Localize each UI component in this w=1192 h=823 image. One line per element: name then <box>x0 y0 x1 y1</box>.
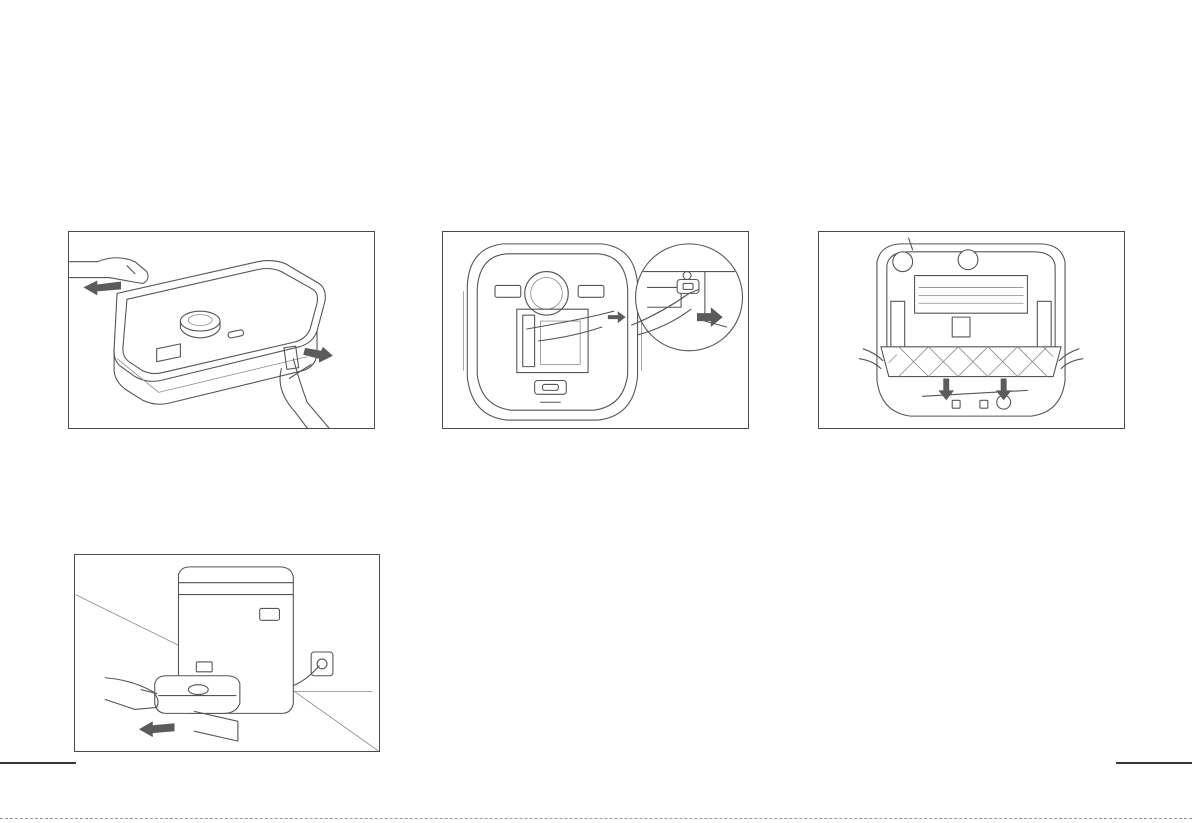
robot-docking-station-illustration <box>75 555 379 751</box>
footer-rule-right <box>1116 762 1192 764</box>
figure-docking-station <box>74 554 380 752</box>
robot-mop-pad-removal-illustration <box>819 232 1124 428</box>
robot-dustbin-removal-illustration <box>443 232 748 428</box>
figure-robot-cover <box>68 231 375 429</box>
page-bottom-dashed-line <box>0 818 1192 819</box>
figure-robot-dustbin <box>442 231 749 429</box>
figure-robot-mop-pad <box>818 231 1125 429</box>
robot-cover-opening-illustration <box>69 232 374 428</box>
footer-rule-left <box>0 762 76 764</box>
